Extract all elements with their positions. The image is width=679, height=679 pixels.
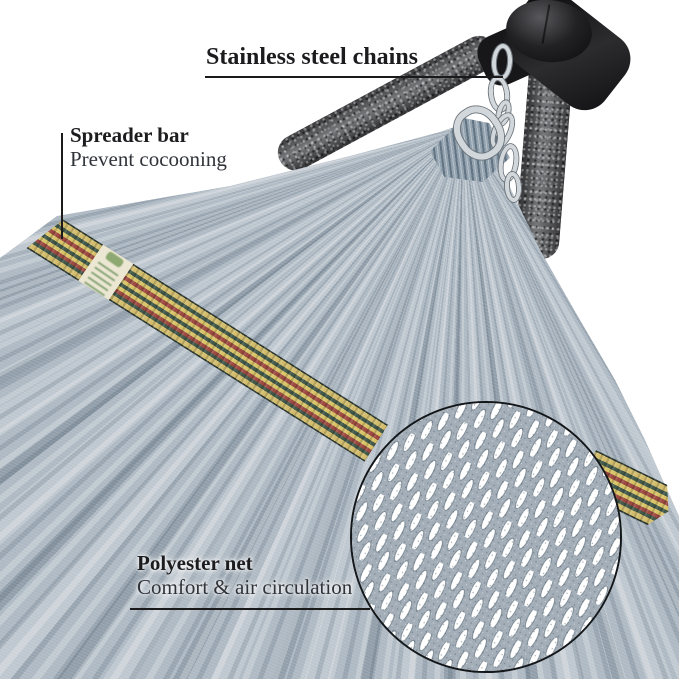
chains-label: Stainless steel chains: [206, 44, 419, 70]
net-leader-line: [130, 608, 370, 610]
spreader-bar-subtitle: Prevent cocooning: [70, 146, 227, 171]
polyester-net-subtitle: Comfort & air circulation: [137, 574, 353, 599]
spreader-leader-line: [61, 133, 63, 239]
mesh-zoom-inset: [350, 401, 622, 673]
chains-leader-line: [205, 76, 503, 78]
spreader-bar-label: Spreader bar Prevent cocooning: [70, 123, 227, 171]
spreader-bar-title: Spreader bar: [70, 123, 189, 147]
mesh-pattern: [352, 403, 620, 671]
polyester-net-label: Polyester net Comfort & air circulation: [137, 551, 353, 599]
polyester-net-title: Polyester net: [137, 551, 253, 575]
